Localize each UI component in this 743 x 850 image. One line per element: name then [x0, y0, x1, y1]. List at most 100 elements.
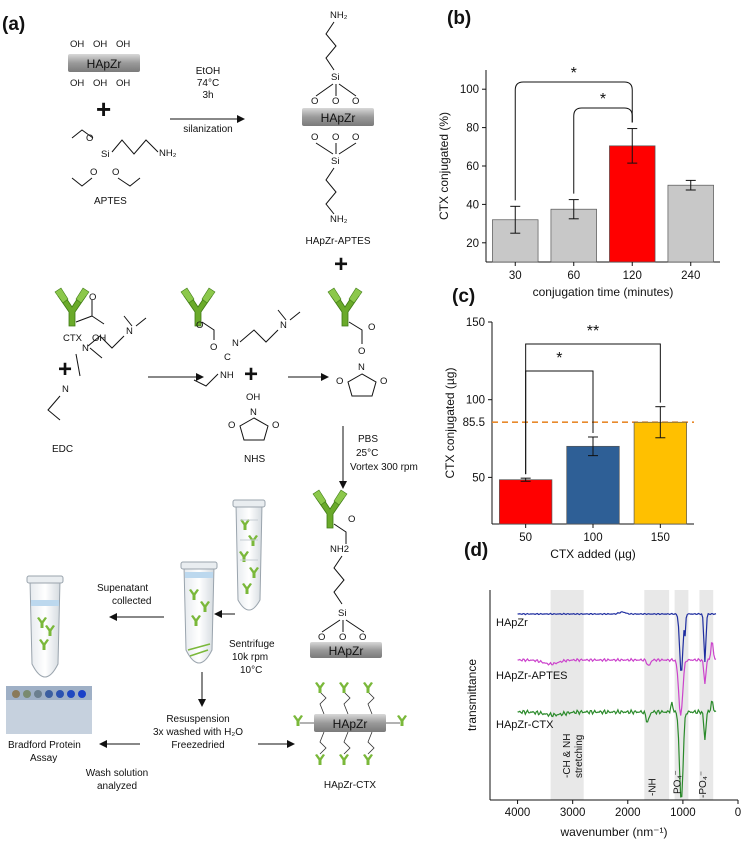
panel-a-label: (a): [2, 14, 25, 35]
band-label: PO₄⁻: [673, 770, 684, 794]
x-tick-label: 3000: [560, 807, 586, 819]
svg-text:Si: Si: [331, 72, 339, 83]
svg-text:74°C: 74°C: [197, 78, 219, 89]
svg-text:Vortex 300 rpm: Vortex 300 rpm: [350, 462, 418, 473]
bar: [609, 145, 656, 263]
svg-text:O: O: [89, 292, 96, 303]
plus-sign: +: [334, 251, 348, 278]
shaded-band: [674, 590, 689, 800]
svg-text:NHS: NHS: [244, 454, 265, 465]
hapzr-particle-start: OH OH OH HApZr OH OH OH: [68, 39, 140, 89]
aptes-molecule: Si O O O NH₂ APTES: [71, 129, 177, 207]
svg-text:NH₂: NH₂: [159, 148, 177, 159]
band-label: -NH: [647, 778, 658, 796]
centrifuge-label: Sentrifuge: [229, 639, 275, 650]
svg-text:O: O: [86, 133, 93, 144]
svg-text:HApZr: HApZr: [333, 717, 368, 731]
x-tick-label: 2000: [615, 807, 641, 819]
x-tick-label: 4000: [505, 807, 531, 819]
significance-bracket: [514, 81, 633, 201]
svg-text:O: O: [311, 96, 318, 107]
y-axis-label: CTX conjugated (µg): [443, 368, 457, 479]
shaded-band: [699, 590, 714, 800]
panel-c-label: (c): [452, 286, 475, 307]
x-tick-label: 0: [735, 807, 741, 819]
svg-text:HApZr: HApZr: [321, 111, 356, 125]
bar: [492, 219, 539, 263]
y-tick-label: 100: [466, 395, 485, 407]
x-axis-label: conjugation time (minutes): [533, 285, 674, 299]
chart-d: 4000 3000 2000 1000 0 wavenumber (nm⁻¹) transm…: [465, 590, 741, 839]
svg-text:O: O: [339, 632, 346, 643]
svg-text:O: O: [112, 167, 119, 178]
significance-mark: *: [600, 91, 606, 108]
x-tick-label: 1000: [670, 807, 696, 819]
x-axis-label: wavenumber (nm⁻¹): [559, 825, 667, 839]
svg-text:Si: Si: [338, 608, 346, 619]
y-tick-label: 40: [466, 199, 479, 211]
svg-text:O: O: [380, 376, 387, 387]
svg-text:O: O: [228, 420, 235, 431]
plus-sign: +: [96, 94, 111, 124]
wash-label: analyzed: [97, 781, 137, 792]
bar: [499, 479, 553, 525]
x-tick-label: 60: [567, 270, 580, 282]
svg-text:N: N: [82, 343, 89, 354]
bradford-label: Bradford Protein: [8, 740, 81, 751]
series-label: HApZr: [496, 617, 528, 629]
supernatant-label: Supenatant: [97, 583, 148, 594]
y-axis-label: transmittance: [465, 659, 479, 731]
svg-text:NH: NH: [220, 370, 234, 381]
pbs-step: PBS 25°C Vortex 300 rpm: [339, 426, 418, 489]
x-tick-label: 100: [583, 532, 602, 544]
x-tick-label: 120: [623, 270, 642, 282]
svg-text:OH: OH: [246, 392, 260, 403]
series-label: HApZr-APTES: [496, 670, 568, 682]
resuspension-label: Resuspension: [166, 714, 229, 725]
svg-text:O: O: [348, 514, 355, 525]
svg-text:OH: OH: [70, 39, 84, 50]
svg-text:C: C: [224, 352, 231, 363]
svg-text:EDC: EDC: [52, 444, 73, 455]
resuspension-label: Freezedried: [171, 740, 224, 751]
svg-text:NH2: NH2: [330, 544, 349, 555]
svg-text:O: O: [352, 96, 359, 107]
significance-mark: *: [571, 65, 577, 82]
spectrum-line: [517, 642, 717, 716]
svg-text:O: O: [318, 632, 325, 643]
ctx-antibody: O CTX OH: [54, 287, 106, 344]
svg-text:HApZr-APTES: HApZr-APTES: [305, 236, 370, 247]
svg-text:O: O: [210, 342, 217, 353]
series-label: HApZr-CTX: [496, 719, 554, 731]
svg-text:NH₂: NH₂: [330, 10, 348, 21]
svg-text:OH: OH: [93, 78, 107, 89]
x-axis-label: CTX added (µg): [550, 547, 636, 561]
tube-supernatant: [26, 575, 64, 678]
tube-conjugation: [232, 499, 266, 611]
y-tick-label: 150: [466, 317, 485, 329]
svg-text:O: O: [352, 132, 359, 143]
x-tick-label: 240: [681, 270, 700, 282]
significance-bracket: [525, 343, 661, 475]
svg-text:APTES: APTES: [94, 196, 127, 207]
hapzr-aptes-molecule: NH₂ Si O O O HApZr O O O Si NH₂ HApZr-AP…: [302, 10, 374, 247]
panel-b-label: (b): [447, 8, 471, 29]
y-tick-label: 80: [466, 123, 479, 135]
svg-text:N: N: [358, 362, 365, 373]
bar: [667, 184, 714, 263]
svg-text:Si: Si: [331, 156, 339, 167]
y-tick-label: 20: [466, 238, 479, 250]
conjugated-hapzr-molecule: O NH2 Si O O O HApZr: [310, 489, 382, 658]
hapzr-ctx-particle: HApZr HApZr-CTX: [293, 682, 407, 791]
svg-text:25°C: 25°C: [356, 448, 378, 459]
band-label: -PO₄⁻: [698, 771, 709, 798]
band-label: stretching: [574, 735, 585, 778]
bar: [633, 421, 687, 525]
svg-text:O: O: [272, 420, 279, 431]
svg-text:O: O: [332, 96, 339, 107]
svg-text:O: O: [311, 132, 318, 143]
wash-label: Wash solution: [86, 768, 148, 779]
shaded-band: [550, 590, 584, 800]
centrifuge-label: 10°C: [240, 665, 262, 676]
